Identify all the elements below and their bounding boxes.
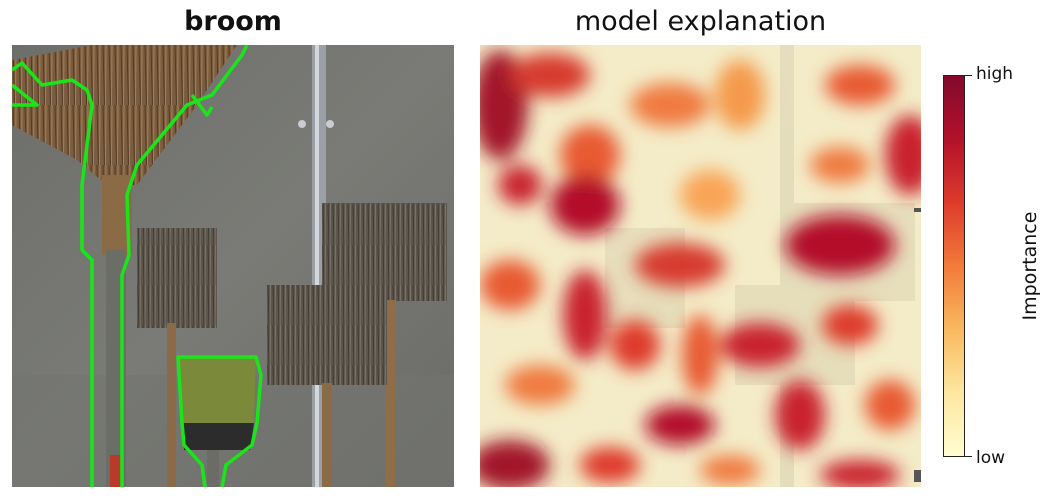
image-title: broom xyxy=(184,6,282,37)
input-image xyxy=(12,45,454,487)
high-tick xyxy=(964,75,972,76)
colorbar-high-label: high xyxy=(976,64,1014,84)
importance-heatmap xyxy=(480,45,921,487)
colorbar xyxy=(943,75,965,457)
colorbar-axis-label: Importance xyxy=(1019,211,1041,321)
explanation-title: model explanation xyxy=(574,6,827,37)
low-tick xyxy=(964,456,972,457)
colorbar-low-label: low xyxy=(976,448,1006,468)
